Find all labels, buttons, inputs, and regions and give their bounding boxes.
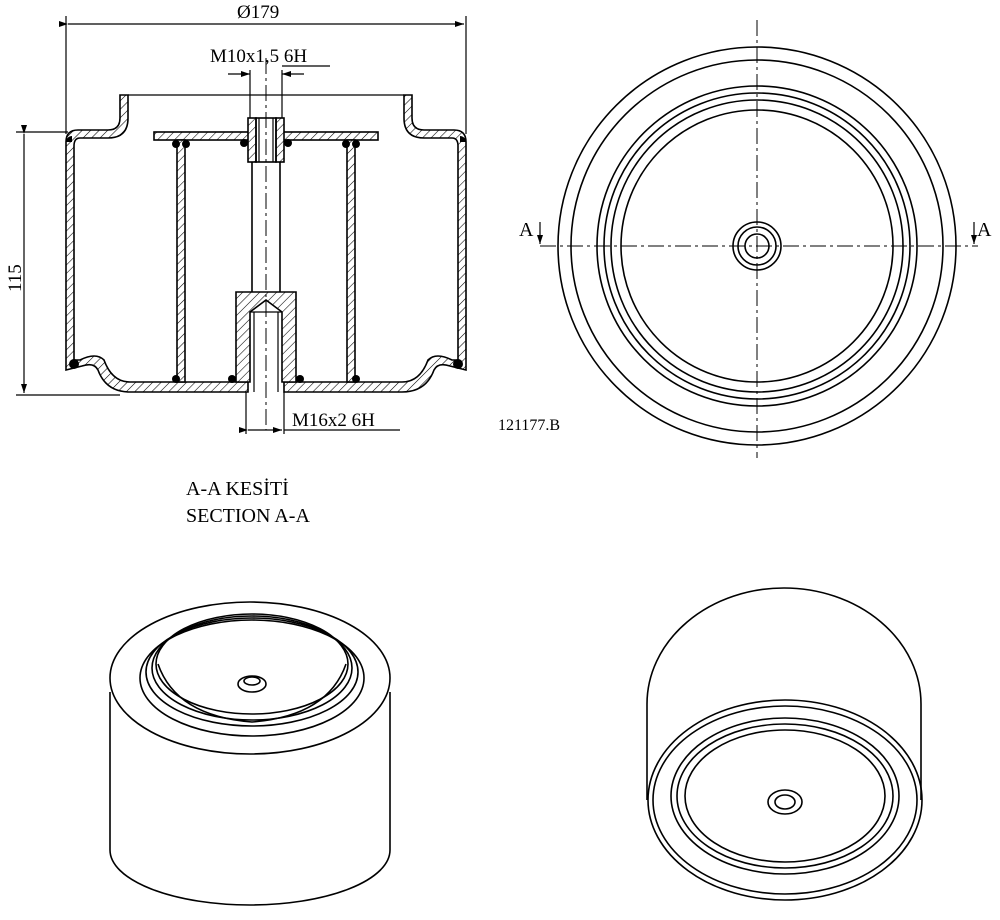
section-marker-right: A [971,219,992,244]
top-thread-dimension: M10x1,5 6H [210,46,330,118]
height-label: 115 [5,264,26,292]
height-dimension: 115 [5,125,120,396]
section-view: Ø179 115 [5,2,467,434]
diameter-label: Ø179 [237,2,279,23]
isometric-view-top [109,601,391,906]
top-view: A A [519,20,992,458]
inner-wall-right [346,139,356,383]
svg-text:A: A [977,219,992,241]
central-shaft [251,162,281,292]
part-number: 121177.B [498,417,560,434]
section-marker-left: A [519,219,543,244]
isometric-view-bottom [646,587,923,901]
diameter-dimension: Ø179 [59,2,467,134]
lower-boss [235,291,297,392]
inner-wall-left [176,139,186,383]
top-thread-label: M10x1,5 6H [210,46,307,67]
section-title-tr: A-A KESİTİ [186,477,289,500]
bottom-thread-dimension: M16x2 6H [239,392,400,434]
top-plate-left [153,131,251,141]
svg-text:A: A [519,219,534,241]
weld-beads [66,136,466,383]
section-title-en: SECTION A-A [186,505,310,527]
bottom-thread-label: M16x2 6H [292,410,375,431]
top-plate-right [281,131,379,141]
